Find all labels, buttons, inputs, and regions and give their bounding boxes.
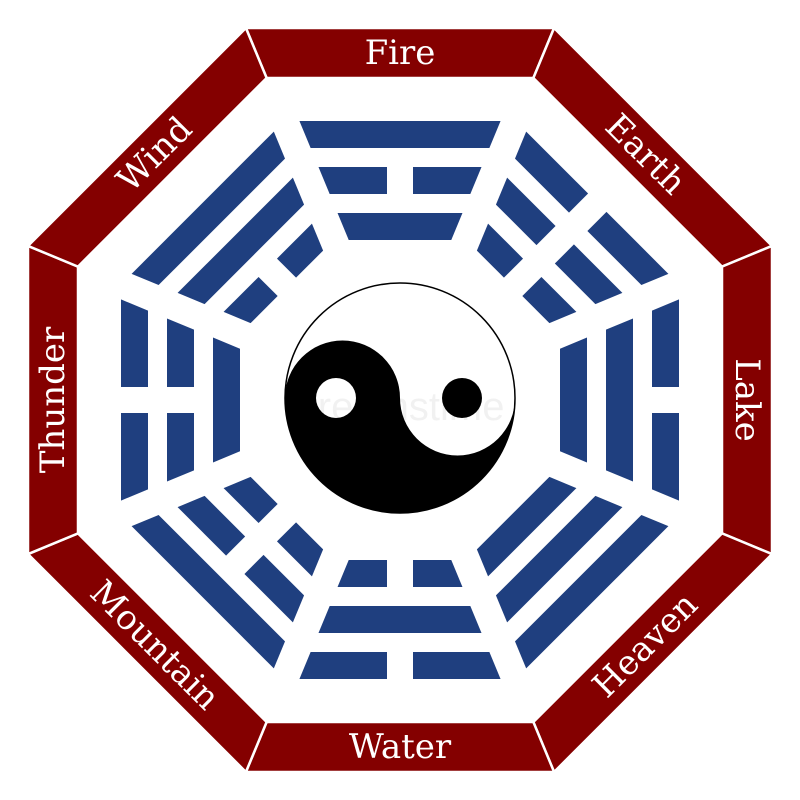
yin-line [337,560,387,587]
yin-line [167,318,194,387]
trigrams [121,121,679,679]
yang-line [318,606,482,633]
watermark: dreamstime [296,385,505,429]
yang-line [177,177,305,305]
label-heaven: Heaven [585,585,706,706]
trigram-thunder [121,299,240,501]
trigram-wind [131,131,324,324]
trigram-heaven [476,476,669,669]
yin-yang-icon [284,282,516,514]
yin-line [276,522,324,577]
yang-line [495,495,623,623]
yin-line [652,299,679,387]
band-segment [25,25,269,269]
yang-line [299,121,501,148]
trigram-water [299,560,501,679]
yin-line [522,276,577,324]
yang-line [476,476,577,577]
yin-line [587,211,669,286]
yang-line [606,318,633,482]
trigram-fire [299,121,501,240]
yin-line [167,413,194,482]
label-fire: Fire [365,33,436,73]
yin-line [121,413,148,501]
label-water: Water [349,727,452,767]
yin-line [177,495,246,556]
yin-line [299,652,387,679]
yin-line [495,177,556,246]
yin-line [413,652,501,679]
yin-line [318,167,387,194]
yin-line [554,244,623,305]
yang-line [213,337,240,463]
yin-line [413,167,482,194]
yang-line [337,213,463,240]
yang-line [131,514,286,669]
yin-line [223,476,278,524]
octagon-band [25,25,775,775]
trigram-earth [476,131,669,324]
yang-line [131,131,286,286]
yin-line [652,413,679,501]
trigram-mountain [131,476,324,669]
yin-line [413,560,463,587]
label-lake: Lake [727,358,767,442]
yin-line [476,223,524,278]
trigram-lake [560,299,679,501]
yin-line [223,276,278,324]
yang-line [560,337,587,463]
yin-line [121,299,148,387]
label-thunder: Thunder [33,326,73,473]
yin-line [276,223,324,278]
yin-line [514,131,589,213]
yang-line [514,514,669,669]
yin-line [244,554,305,623]
